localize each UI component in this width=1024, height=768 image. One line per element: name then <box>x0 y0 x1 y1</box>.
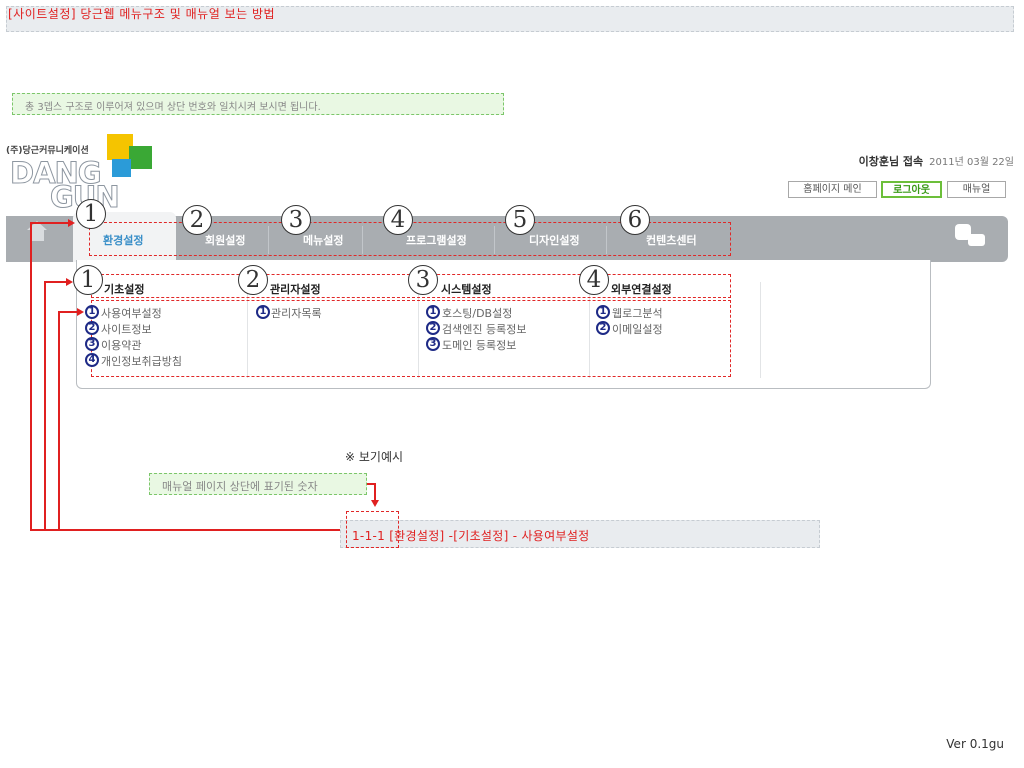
connector-line <box>44 281 68 283</box>
user-info: 이창훈님 접속 2011년 03월 22일 <box>859 153 1014 169</box>
number-badge-depth2: 3 <box>408 265 438 295</box>
connector-line <box>58 311 78 313</box>
logo-text-line1: DANG <box>10 156 103 191</box>
number-badge-depth1: 1 <box>76 199 106 229</box>
menu-item-search-engine[interactable]: 검색엔진 등록정보 <box>442 323 527 336</box>
column-divider <box>760 282 761 378</box>
connector-line <box>367 483 375 485</box>
arrow-down-icon <box>371 500 379 507</box>
menu-item-usage-settings[interactable]: 사용여부설정 <box>101 307 162 320</box>
sitemap-icon[interactable] <box>955 224 971 240</box>
number-badge-depth3: 2 <box>85 321 99 335</box>
number-badge-depth3: 1 <box>85 305 99 319</box>
submenu-panel <box>76 260 931 389</box>
menu-item-admin-list[interactable]: 관리자목록 <box>271 307 322 320</box>
column-header-basic-settings[interactable]: 기초설정 <box>104 283 145 296</box>
tab-separator <box>494 226 495 254</box>
page-title: [사이트설정] 당근웹 메뉴구조 및 매뉴얼 보는 방법 <box>8 7 276 21</box>
intro-note: 총 3뎁스 구조로 이루어져 있으며 상단 번호와 일치시켜 보시면 됩니다. <box>12 93 504 115</box>
version-label: Ver 0.1gu <box>946 737 1004 751</box>
menu-item-email-settings[interactable]: 이메일설정 <box>612 323 663 336</box>
tab-environment-settings[interactable]: 환경설정 <box>103 234 144 247</box>
tab-program-settings[interactable]: 프로그램설정 <box>406 234 467 247</box>
logo[interactable]: DANG GUN <box>6 132 156 215</box>
manual-button[interactable]: 매뉴얼 <box>947 181 1006 198</box>
column-header-admin-settings[interactable]: 관리자설정 <box>270 283 321 296</box>
menu-item-domain-info[interactable]: 도메인 등록정보 <box>442 339 517 352</box>
number-badge-depth1: 6 <box>620 205 650 235</box>
arrow-right-icon <box>66 278 73 286</box>
example-path-bar <box>340 520 820 548</box>
number-badge-depth2: 4 <box>579 265 609 295</box>
logo-square-blue <box>112 159 131 177</box>
number-badge-depth3: 3 <box>426 337 440 351</box>
number-badge-depth3: 4 <box>85 353 99 367</box>
company-name: (주)당근커뮤니케이션 <box>6 146 89 156</box>
example-path: 1-1-1 [환경설정] -[기초설정] - 사용여부설정 <box>352 527 590 544</box>
menu-item-site-info[interactable]: 사이트정보 <box>101 323 152 336</box>
example-breadcrumb: [환경설정] -[기초설정] - 사용여부설정 <box>389 529 590 543</box>
home-icon-roof <box>27 221 47 230</box>
homepage-main-button[interactable]: 홈페이지 메인 <box>788 181 877 198</box>
login-date: 2011년 03월 22일 <box>929 157 1014 168</box>
column-divider <box>418 282 419 378</box>
annotation-box-depth3 <box>91 300 731 377</box>
number-badge-depth3: 1 <box>256 305 270 319</box>
menu-item-terms[interactable]: 이용약관 <box>101 339 142 352</box>
number-badge-depth1: 5 <box>505 205 535 235</box>
example-note: 매뉴얼 페이지 상단에 표기된 숫자 <box>149 473 367 495</box>
tab-separator <box>606 226 607 254</box>
arrow-right-icon <box>77 308 84 316</box>
menu-item-privacy-policy[interactable]: 개인정보취급방침 <box>101 355 182 368</box>
tab-design-settings[interactable]: 디자인설정 <box>529 234 580 247</box>
user-greeting: 이창훈님 접속 <box>858 155 924 168</box>
arrow-right-icon <box>68 219 75 227</box>
column-divider <box>247 282 248 378</box>
connector-line <box>58 311 60 530</box>
example-code: 1-1-1 <box>352 529 386 543</box>
tab-separator <box>362 226 363 254</box>
connector-line <box>30 222 32 530</box>
tab-content-center[interactable]: 컨텐츠센터 <box>646 234 697 247</box>
number-badge-depth2: 1 <box>73 265 103 295</box>
logo-square-green <box>129 146 152 169</box>
example-label: ※ 보기예시 <box>345 450 404 464</box>
connector-line <box>374 483 376 501</box>
logo-square-yellow <box>107 134 133 160</box>
number-badge-depth3: 2 <box>596 321 610 335</box>
tab-separator <box>268 226 269 254</box>
connector-line <box>30 529 348 531</box>
menu-item-hosting-db[interactable]: 호스팅/DB설정 <box>442 307 513 320</box>
connector-line <box>30 222 69 224</box>
annotation-box-code <box>346 511 399 548</box>
number-badge-depth3: 1 <box>426 305 440 319</box>
column-header-system-settings[interactable]: 시스템설정 <box>441 283 492 296</box>
title-bar <box>6 6 1014 32</box>
column-divider <box>589 282 590 378</box>
connector-line <box>44 281 46 530</box>
home-icon[interactable] <box>30 229 44 241</box>
column-header-external-settings[interactable]: 외부연결설정 <box>611 283 672 296</box>
tab-menu-settings[interactable]: 메뉴설정 <box>303 234 344 247</box>
number-badge-depth3: 1 <box>596 305 610 319</box>
logout-button[interactable]: 로그아웃 <box>881 181 942 198</box>
number-badge-depth3: 3 <box>85 337 99 351</box>
menu-item-weblog-analysis[interactable]: 웹로그분석 <box>612 307 663 320</box>
number-badge-depth3: 2 <box>426 321 440 335</box>
number-badge-depth1: 2 <box>182 205 212 235</box>
sitemap-icon-part <box>968 234 985 246</box>
tab-member-settings[interactable]: 회원설정 <box>205 234 246 247</box>
number-badge-depth1: 4 <box>383 205 413 235</box>
number-badge-depth2: 2 <box>238 265 268 295</box>
number-badge-depth1: 3 <box>281 205 311 235</box>
